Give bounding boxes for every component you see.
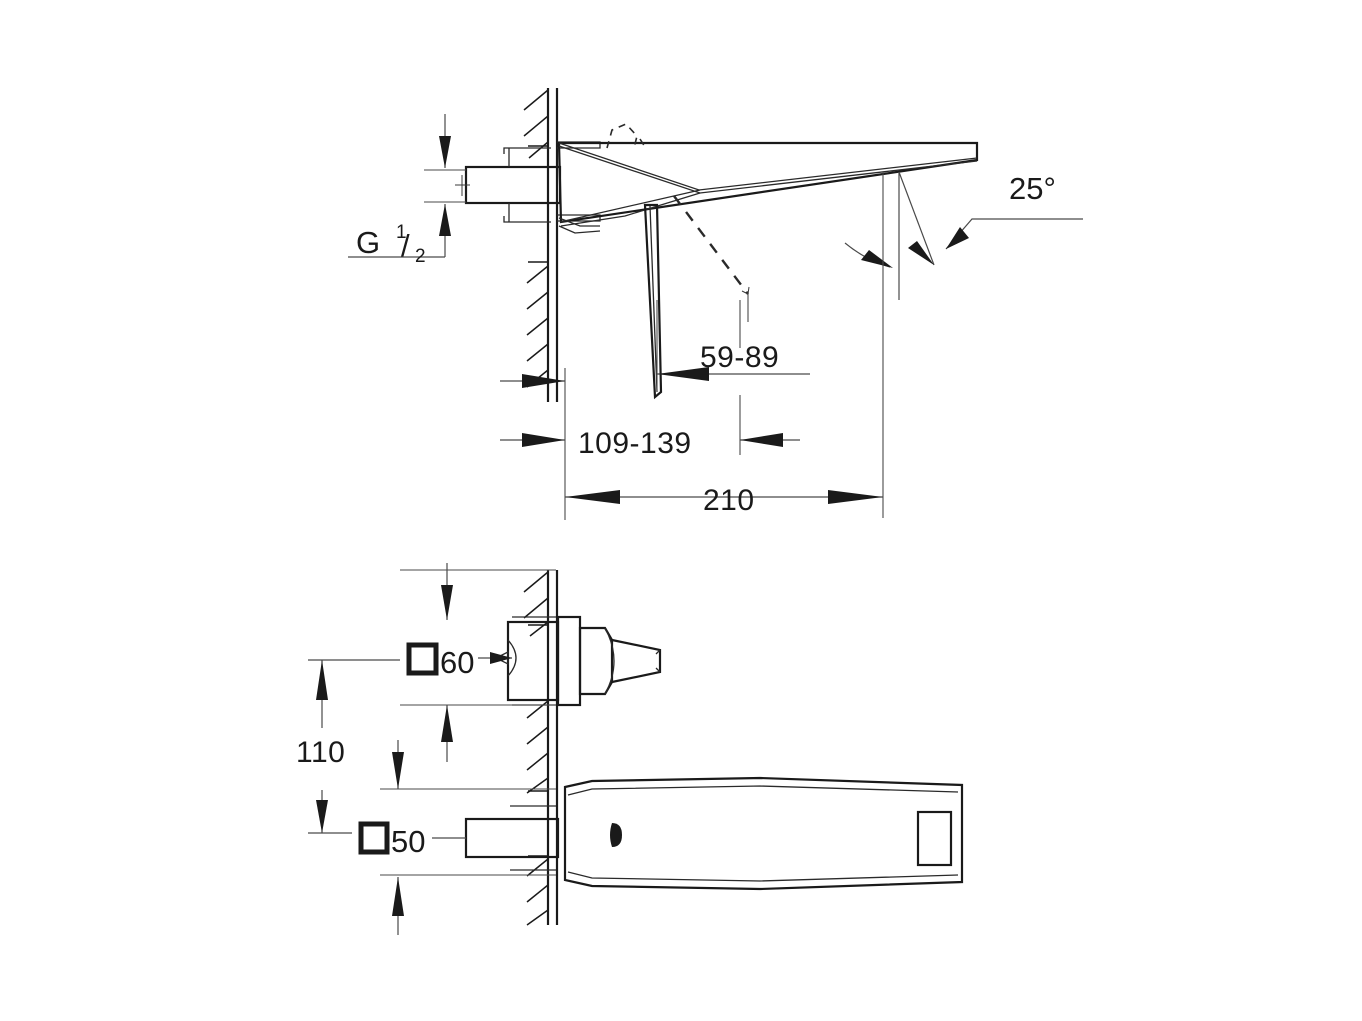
dim-thread-g-half: G 1 / 2: [348, 114, 466, 267]
dim-square-60: 60: [308, 642, 512, 680]
dim-110-label: 110: [296, 736, 345, 769]
dim-59-89: 59-89: [656, 300, 810, 455]
dim-square-50: 50: [308, 821, 466, 859]
side-elevation-view: 25° G 1 / 2 59-89: [348, 88, 1083, 520]
wall-hatching-upper: [523, 89, 549, 388]
top-face-detail: [606, 123, 646, 149]
square-symbol-50: [358, 821, 390, 855]
dim-thread-slash: /: [401, 228, 410, 263]
plan-view: 60 50 110: [296, 563, 964, 935]
spout-body-side: [557, 141, 979, 234]
plan-reference-arrows: [380, 563, 556, 935]
spout-marker: [610, 823, 622, 847]
spout-body-plan: [563, 776, 964, 891]
aerator-outlet: [916, 810, 953, 867]
dim-210: 210: [565, 172, 884, 518]
dim-square-50-label: 50: [391, 824, 425, 859]
dim-109-139: 109-139: [500, 368, 800, 520]
lever-handle-side: [643, 203, 663, 400]
dim-thread-denominator: 2: [415, 246, 426, 267]
inlet-body-plan: [464, 805, 560, 871]
dim-angle-25-label: 25°: [1009, 171, 1056, 206]
dim-thread-numerator: 1: [396, 222, 407, 243]
dim-thread-prefix: G: [356, 225, 380, 260]
handle-assembly-plan: [494, 615, 662, 707]
square-symbol-60: [406, 642, 439, 676]
dim-59-89-label: 59-89: [700, 341, 779, 374]
handle-swing-tip: [741, 286, 750, 322]
dim-square-60-label: 60: [440, 645, 474, 680]
dim-110: 110: [296, 660, 345, 833]
dim-109-139-label: 109-139: [578, 427, 692, 460]
dim-210-label: 210: [703, 484, 755, 517]
handle-swing-hidden-line: [673, 195, 749, 295]
wall-section-upper: [523, 88, 559, 402]
wall-hatching-lower: [523, 571, 549, 926]
dim-angle-25: 25°: [844, 171, 1083, 300]
